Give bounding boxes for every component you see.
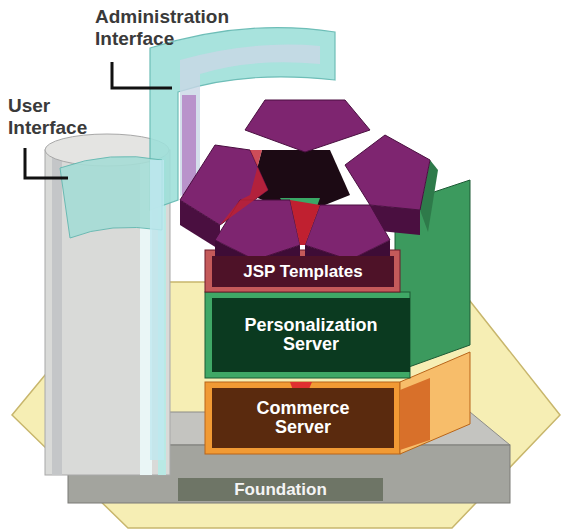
template-layer: JSP Templates (212, 256, 394, 287)
commerce-side-shade (400, 378, 430, 450)
cylinder-stripe (52, 150, 62, 475)
layer-label: JSP Templates (243, 263, 362, 281)
foundation-band: Foundation (178, 478, 383, 501)
top-piece (245, 100, 370, 152)
piece-gap (290, 200, 320, 245)
top-piece (215, 200, 300, 260)
server-layer: Commerce Server (212, 388, 394, 448)
commerce-frame (205, 382, 400, 454)
server-layer: Personalization Server (212, 298, 410, 372)
personalization-frame (205, 292, 410, 378)
top-piece (305, 205, 390, 260)
top-piece (345, 135, 430, 210)
user-interface-edge (150, 160, 164, 460)
interface-cylinder (45, 150, 170, 475)
piece-gap (220, 150, 268, 225)
jsp-frame (205, 250, 400, 292)
callout-label: User Interface (8, 95, 104, 139)
layer-label: Commerce Server (243, 399, 363, 437)
leader-line (25, 148, 68, 178)
layer-label: Foundation (234, 481, 327, 499)
layer-label: Personalization Server (216, 316, 406, 354)
callout-label: Administration Interface (95, 6, 255, 50)
user-interface-band (60, 156, 162, 238)
leader-line (112, 62, 172, 88)
